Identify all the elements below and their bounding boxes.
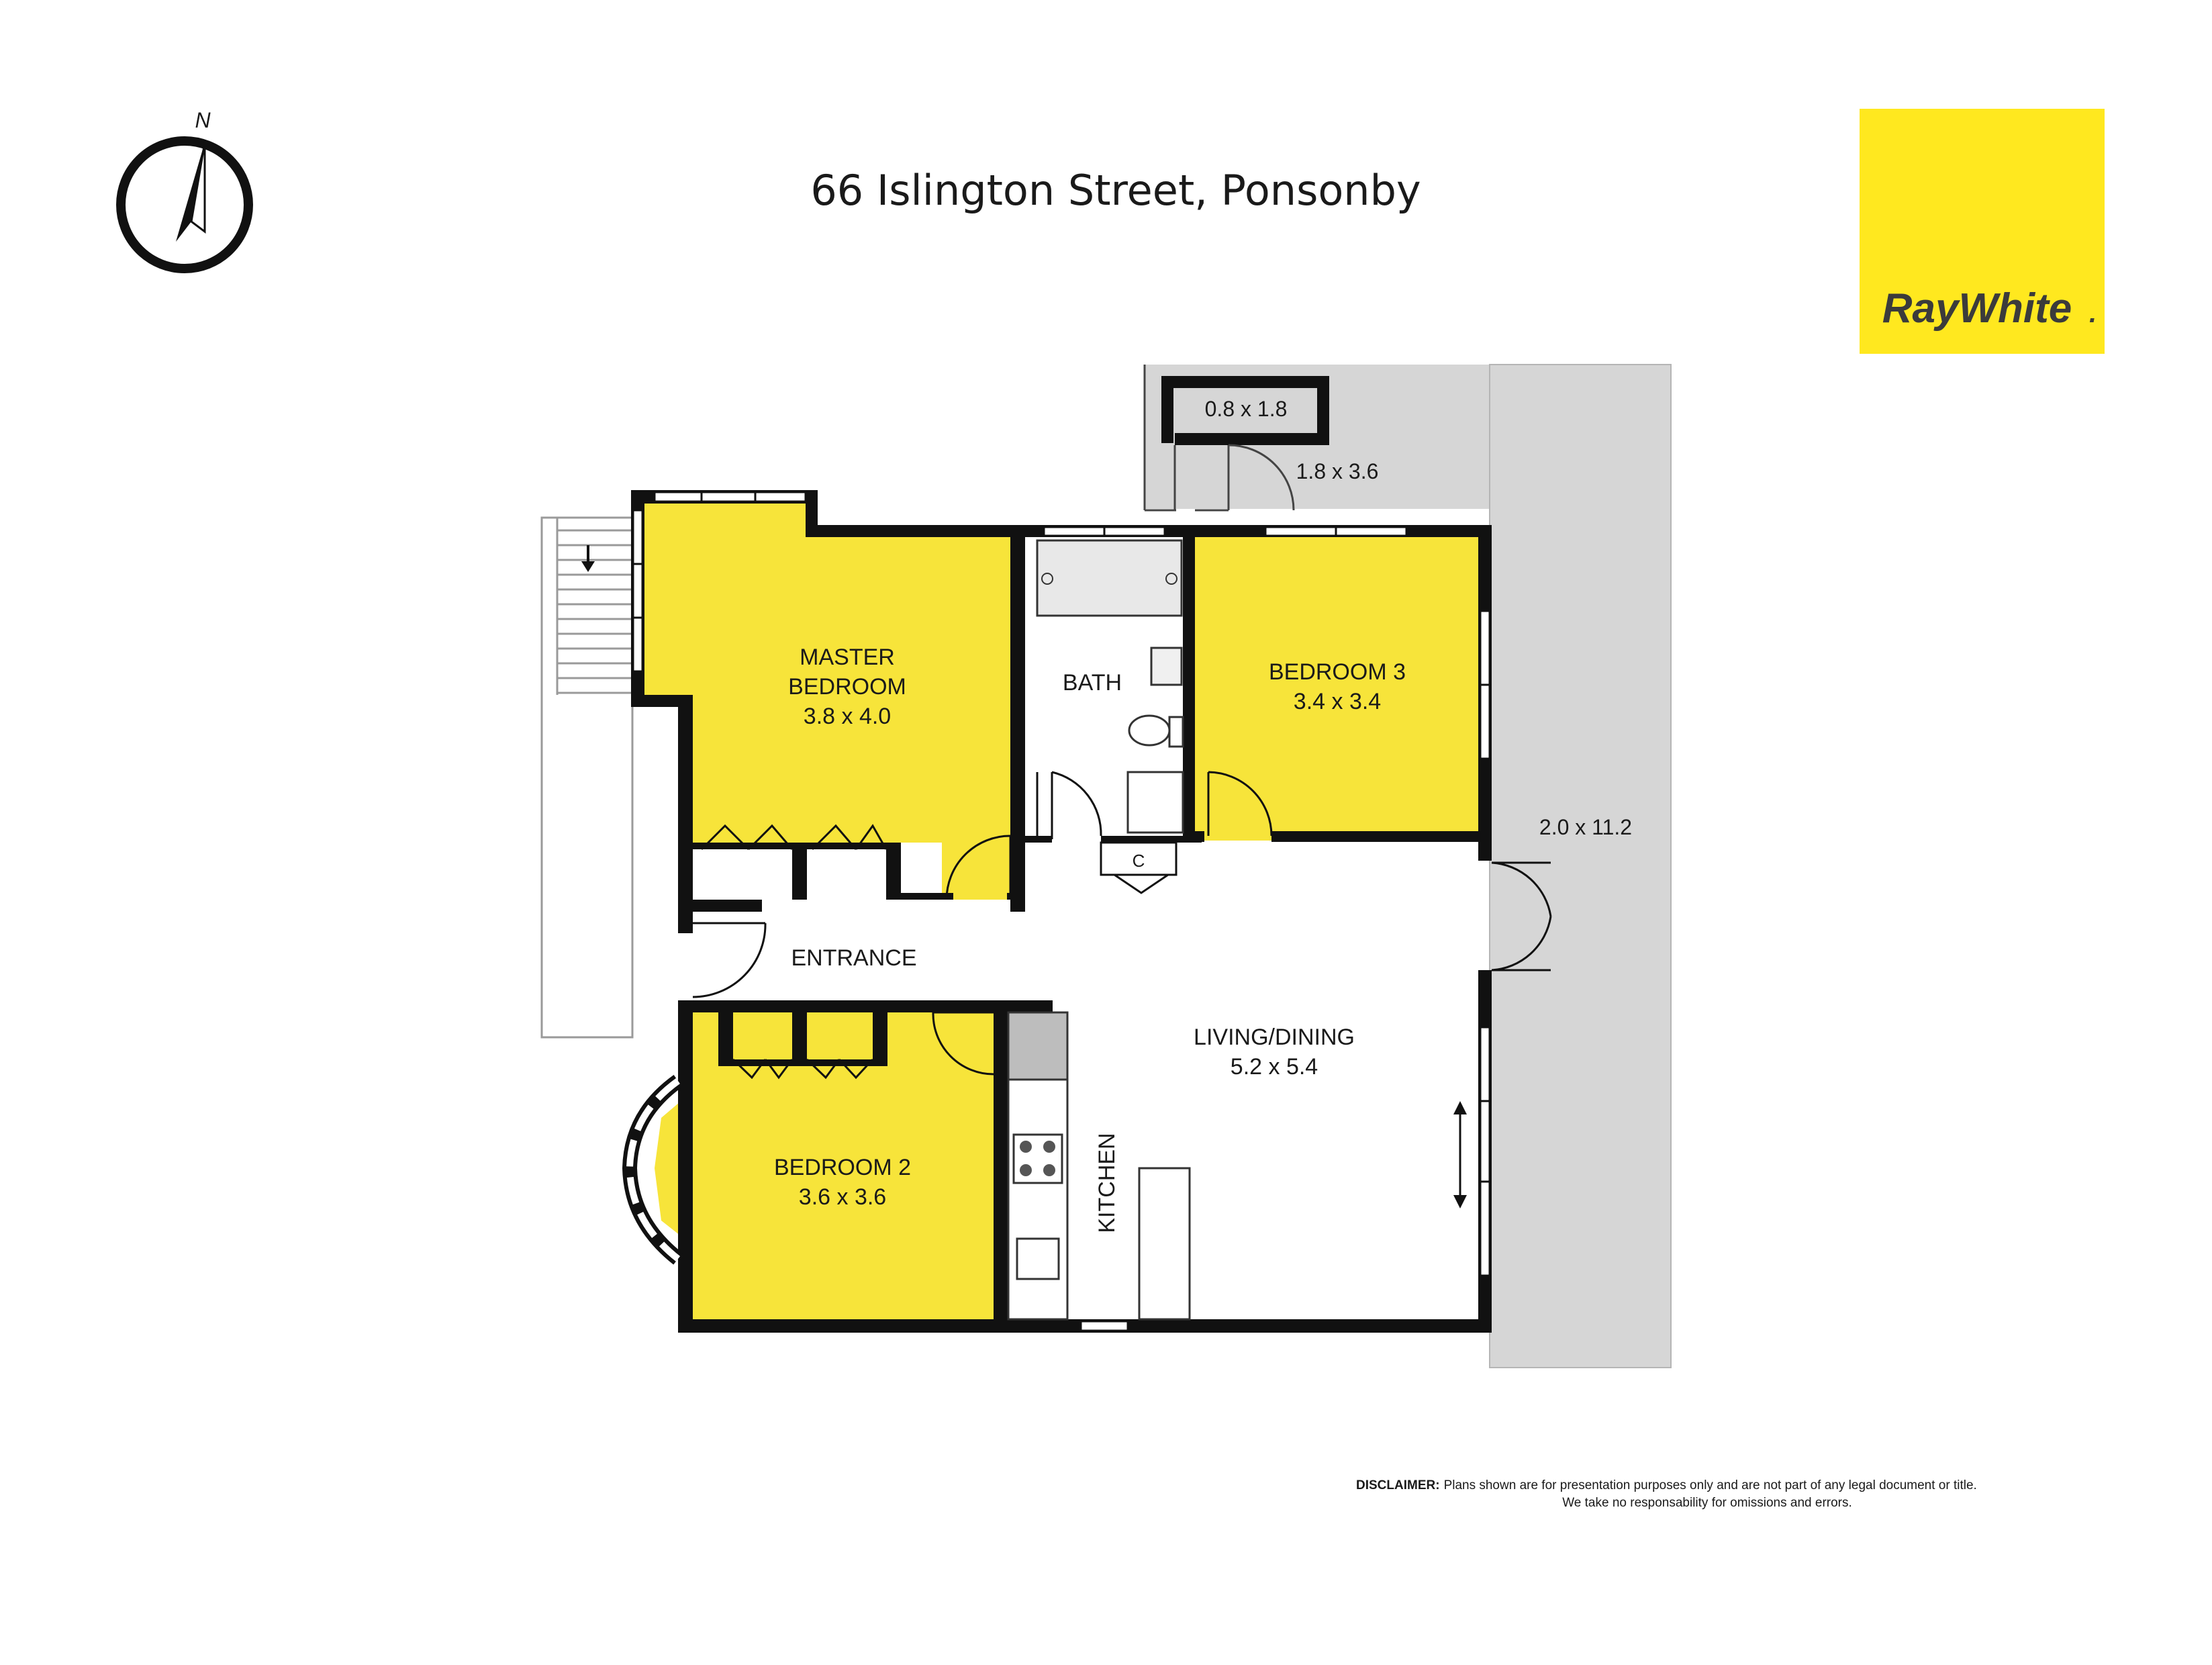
master-bedroom-label-2: BEDROOM <box>788 674 906 700</box>
bedroom3-door-zone <box>1204 812 1271 841</box>
storage-size: 0.8 x 1.8 <box>1205 397 1288 421</box>
kitchen-label: KITCHEN <box>1094 1133 1120 1233</box>
bath-vanity <box>1150 647 1183 686</box>
entrance-label: ENTRANCE <box>791 945 916 971</box>
cupboard-label: C <box>1133 851 1145 871</box>
bedroom3-area <box>1195 537 1478 841</box>
compass-letter: N <box>195 108 211 132</box>
bay-window <box>622 1075 683 1265</box>
living-dining-size: 5.2 x 5.4 <box>1231 1054 1318 1080</box>
disclaimer-line-1: DISCLAIMER: Plans shown are for presentat… <box>1356 1478 1977 1492</box>
fridge <box>1007 1011 1069 1081</box>
fixtures <box>1007 539 1191 1321</box>
bedroom2-size: 3.6 x 3.6 <box>799 1184 886 1210</box>
master-bedroom-label-1: MASTER <box>800 645 895 670</box>
laundry-appliance <box>1126 771 1184 834</box>
bedroom2-area <box>655 1012 994 1319</box>
raywhite-logo: RayWhite . <box>1860 109 2105 354</box>
stairs <box>556 518 632 695</box>
toilet <box>1128 714 1171 747</box>
bedroom2-label: BEDROOM 2 <box>774 1155 911 1180</box>
courtyard-size: 1.8 x 3.6 <box>1296 459 1379 483</box>
bath-label: BATH <box>1063 670 1122 696</box>
doors <box>692 771 1552 1080</box>
logo-text: RayWhite <box>1882 285 2072 332</box>
disclaimer-text-1: Plans shown are for presentation purpose… <box>1444 1478 1977 1492</box>
logo-mark: . <box>2089 299 2097 328</box>
deck-area <box>1489 364 1672 1368</box>
disclaimer-line-2: We take no responsability for omissions … <box>1562 1496 1852 1510</box>
master-bedroom-area <box>644 504 1025 900</box>
side-landing <box>540 516 634 1039</box>
interior-fittings <box>1143 365 1295 512</box>
windows <box>632 491 1491 1332</box>
room-labels: MASTER BEDROOM 3.8 x 4.0 BEDROOM 3 3.4 x… <box>774 397 1632 1233</box>
kitchen-island <box>1138 1167 1191 1321</box>
north-arrow-icon: N <box>116 108 253 273</box>
page-title: 66 Islington Street, Ponsonby <box>810 166 1421 215</box>
arrow-down-icon <box>581 545 595 572</box>
bedroom3-label: BEDROOM 3 <box>1269 659 1406 685</box>
room-fills <box>644 504 1478 1319</box>
master-bedroom-size: 3.8 x 4.0 <box>804 704 891 729</box>
living-dining-label: LIVING/DINING <box>1194 1025 1355 1050</box>
bedroom3-size: 3.4 x 3.4 <box>1294 689 1381 714</box>
kitchen-sink <box>1016 1237 1060 1280</box>
disclaimer-bold: DISCLAIMER: <box>1356 1478 1440 1492</box>
outdoor-areas <box>540 364 1672 1368</box>
deck-size: 2.0 x 11.2 <box>1539 815 1632 839</box>
double-arrow-icon <box>1453 1101 1467 1208</box>
bathtub <box>1036 539 1183 617</box>
cooktop <box>1012 1133 1063 1184</box>
disclaimer: DISCLAIMER: Plans shown are for presentat… <box>1356 1478 1977 1510</box>
